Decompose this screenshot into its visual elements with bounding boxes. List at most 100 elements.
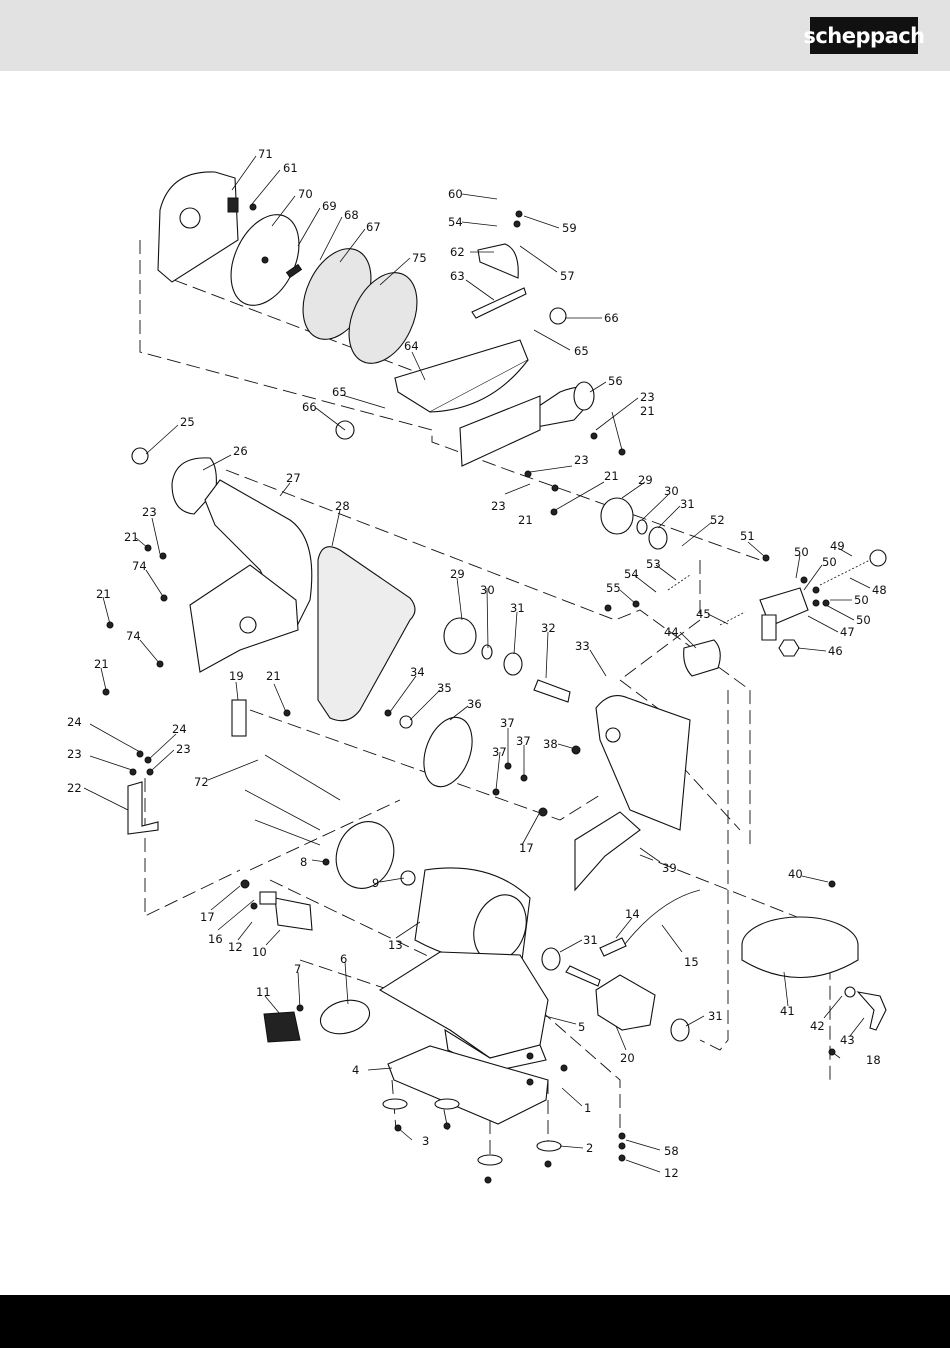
- part-label: 54: [624, 567, 639, 581]
- part-label: 30: [664, 484, 679, 498]
- part-label: 75: [412, 251, 427, 265]
- part-label: 59: [562, 221, 577, 235]
- part-label: 67: [366, 220, 381, 234]
- guard-plate-19: [231, 699, 247, 737]
- part-label: 66: [604, 311, 619, 325]
- capacitor-clip: [259, 891, 277, 905]
- assembly-line: [144, 778, 241, 917]
- assembly-line: [269, 879, 621, 1130]
- sanding-paper-spare: [348, 272, 418, 364]
- part-label: 23: [491, 499, 506, 513]
- round-table-side: [741, 945, 859, 979]
- part-label: 32: [541, 621, 556, 635]
- tie-rod: [244, 789, 321, 831]
- part-label: 40: [788, 867, 803, 881]
- part-label: 21: [266, 669, 281, 683]
- part-label: 62: [450, 245, 465, 259]
- part-label: 31: [680, 497, 695, 511]
- part-label: 28: [335, 499, 350, 513]
- part-label: 23: [67, 747, 82, 761]
- header-bar: [0, 0, 950, 71]
- part-label: 29: [450, 567, 465, 581]
- part-label: 31: [708, 1009, 723, 1023]
- table-bracket: [459, 395, 541, 467]
- part-label: 21: [96, 587, 111, 601]
- part-label: 55: [606, 581, 621, 595]
- part-label: 22: [67, 781, 82, 795]
- part-label: 52: [710, 513, 725, 527]
- part-label: 53: [646, 557, 661, 571]
- drive-shaft: [533, 679, 571, 703]
- tie-rod: [254, 819, 321, 846]
- miter-gauge: [477, 243, 519, 279]
- part-label: 7: [294, 962, 301, 976]
- part-label: 26: [233, 444, 248, 458]
- part-label: 58: [664, 1144, 679, 1158]
- bearing-lower: [503, 652, 523, 676]
- rubber-foot: [536, 1140, 562, 1152]
- assembly-line: [699, 690, 729, 1051]
- part-label: 27: [286, 471, 301, 485]
- part-label: 20: [620, 1051, 635, 1065]
- part-label: 15: [684, 955, 699, 969]
- sanding-belt: [317, 546, 416, 722]
- assembly-line: [249, 799, 401, 871]
- part-label: 65: [332, 385, 347, 399]
- motor-bearing-front: [541, 947, 561, 971]
- frame-hole: [605, 727, 621, 743]
- ring-lower: [481, 644, 493, 660]
- part-label: 23: [640, 390, 655, 404]
- part-label: 21: [94, 657, 109, 671]
- part-label: 21: [640, 404, 655, 418]
- part-label: 74: [132, 559, 147, 573]
- part-label: 48: [872, 583, 887, 597]
- set-screw: [285, 263, 303, 279]
- belt-frame: [595, 695, 691, 831]
- rubber-block: [683, 639, 721, 677]
- part-label: 33: [575, 639, 590, 653]
- spring-45: [719, 611, 746, 626]
- part-label: 17: [200, 910, 215, 924]
- part-label: 42: [810, 1019, 825, 1033]
- fasteners: [102, 203, 836, 1184]
- leader-lines: [83, 155, 871, 1173]
- part-label: 51: [740, 529, 755, 543]
- part-label: 54: [448, 215, 463, 229]
- part-label: 37: [492, 745, 507, 759]
- part-label: 74: [126, 629, 141, 643]
- assembly-line: [249, 709, 601, 821]
- rotor-shaft: [565, 965, 601, 987]
- dust-port: [573, 381, 595, 411]
- ring-upper: [636, 519, 648, 535]
- part-label: 50: [822, 555, 837, 569]
- part-label: 24: [172, 722, 187, 736]
- rubber-foot: [382, 1098, 408, 1110]
- motor-rotor: [595, 974, 656, 1031]
- part-label: 50: [854, 593, 869, 607]
- guard-plate-hole: [239, 616, 257, 634]
- part-label: 65: [574, 344, 589, 358]
- switch-plate: [319, 999, 371, 1035]
- power-switch: [263, 1011, 301, 1043]
- lever-washer: [844, 986, 856, 998]
- belt-knob: [131, 447, 149, 465]
- part-label: 31: [583, 933, 598, 947]
- assembly-line: [173, 279, 433, 379]
- part-label: 69: [322, 199, 337, 213]
- part-label: 64: [404, 339, 419, 353]
- part-labels: 71 61 70 69 68 67 75 60 59 54 62 57 63 6…: [67, 147, 887, 1180]
- hex-nut-46: [778, 639, 800, 657]
- pulley-washer: [399, 715, 413, 729]
- part-label: 14: [625, 907, 640, 921]
- part-label: 8: [300, 855, 307, 869]
- part-label: 37: [500, 716, 515, 730]
- part-label: 12: [228, 940, 243, 954]
- flange-washer: [400, 870, 416, 886]
- assembly-line: [619, 560, 701, 711]
- part-label: 41: [780, 1004, 795, 1018]
- drive-pulley: [423, 716, 473, 788]
- part-label: 9: [372, 876, 379, 890]
- part-label: 72: [194, 775, 209, 789]
- part-label: 60: [448, 187, 463, 201]
